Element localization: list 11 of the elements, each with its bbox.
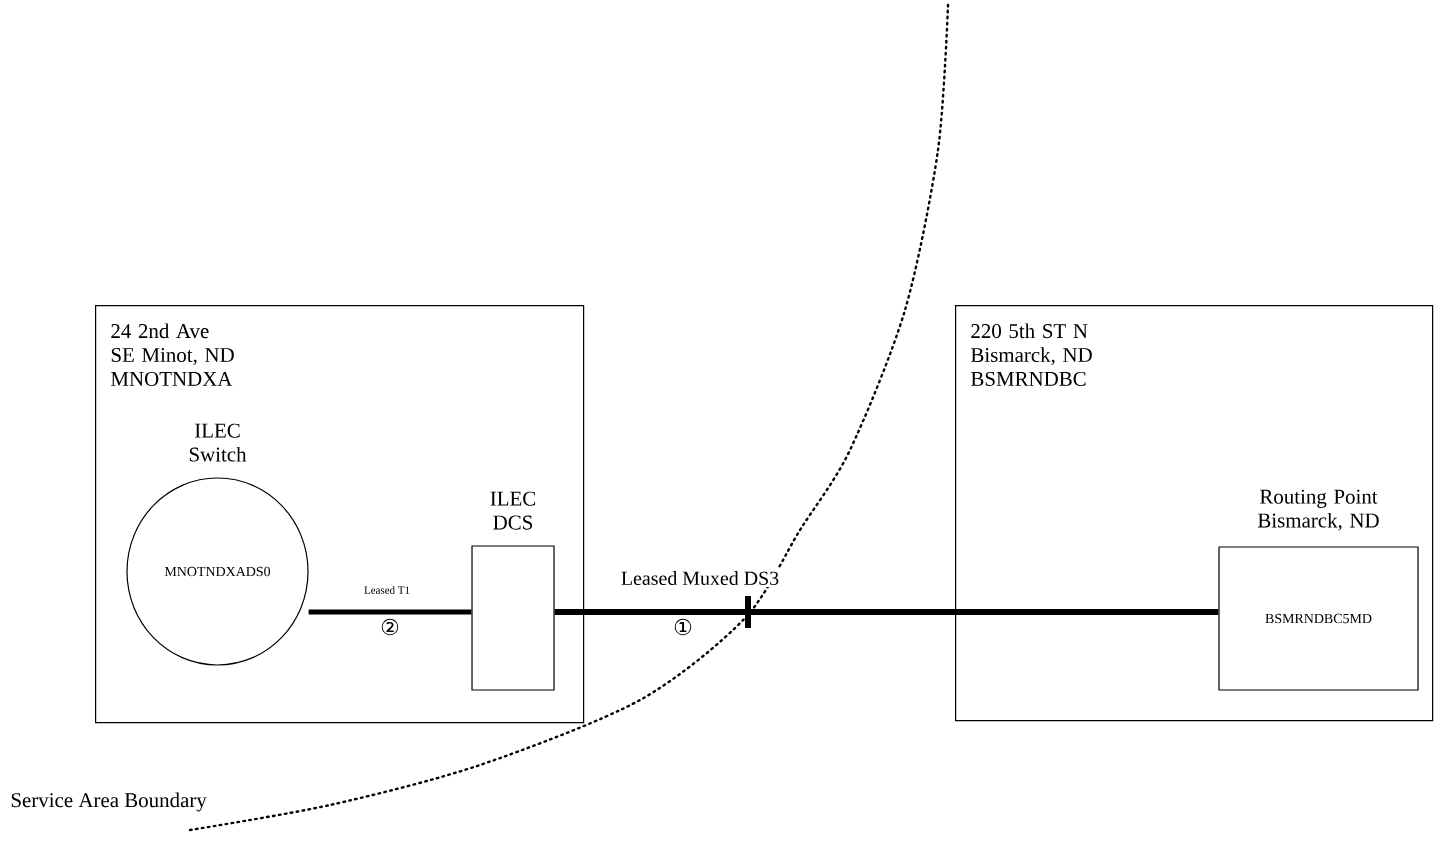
connection-line: [554, 609, 1219, 615]
node-heading: ILEC Switch: [189, 423, 247, 462]
edge-label: Leased Muxed DS3: [618, 569, 782, 587]
connection-line: [308, 609, 472, 615]
circled-number: ①: [674, 618, 692, 636]
node-heading: ILEC DCS: [490, 491, 536, 530]
boundary-label: Service Area Boundary: [11, 792, 207, 812]
equipment-box: BSMRNDBC5MD: [1218, 546, 1419, 691]
node-heading: Routing Point Bismarck, ND: [1257, 489, 1379, 531]
edge-label: Leased T1: [362, 584, 412, 596]
circled-number: ②: [381, 618, 399, 636]
